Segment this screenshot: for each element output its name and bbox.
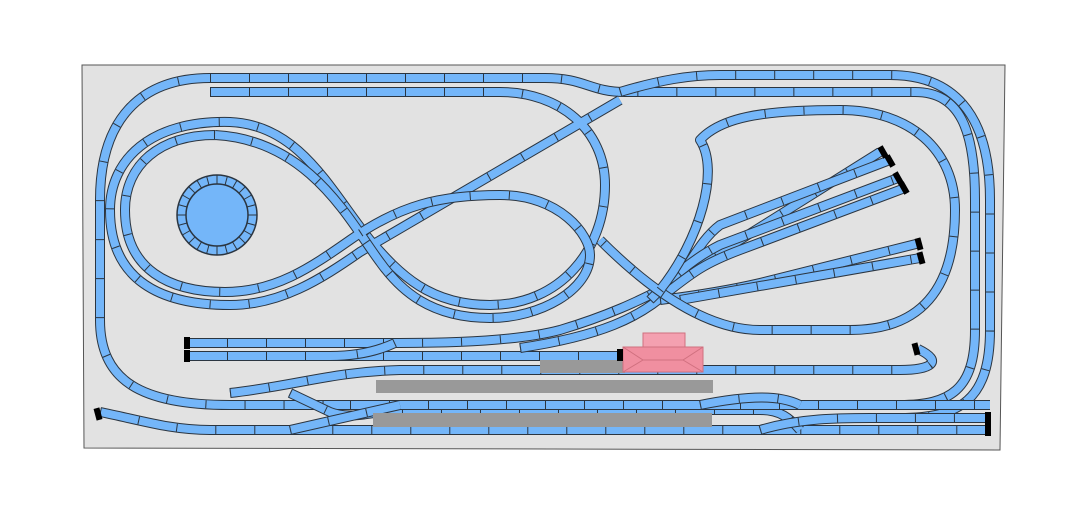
- track-segment: [289, 401, 401, 434]
- buffer-stop: [184, 350, 190, 362]
- buffer-stops: [93, 145, 991, 436]
- turntable-stall: [232, 180, 238, 189]
- buffer-stop: [877, 145, 889, 159]
- turntable-stall: [188, 236, 196, 244]
- turntable-stall: [196, 180, 202, 189]
- buffer-stop: [892, 171, 904, 185]
- turntable-stall: [243, 194, 252, 200]
- buffer-stop: [985, 424, 991, 436]
- turntable-stall: [246, 204, 256, 208]
- turntable-stall: [178, 222, 188, 226]
- track-segment: [121, 131, 594, 322]
- turntable-stall: [238, 186, 246, 194]
- turntable-stall: [206, 244, 210, 254]
- track-segment: [99, 408, 990, 434]
- turntable-stall: [232, 241, 238, 250]
- track-segment: [106, 88, 623, 309]
- platform: [376, 380, 713, 393]
- building-icon: [622, 332, 704, 373]
- turntable-stall: [238, 236, 246, 244]
- buffer-stop: [985, 412, 991, 424]
- buffer-stop: [898, 181, 910, 195]
- track-segment: [229, 345, 936, 397]
- track-segment: [657, 184, 907, 302]
- platform: [540, 360, 625, 373]
- turntable-stall: [182, 230, 191, 236]
- turntable-stall: [246, 222, 256, 226]
- buffer-stop: [911, 342, 921, 356]
- turntable-stall: [182, 194, 191, 200]
- track-segment: [758, 414, 990, 434]
- platform: [373, 413, 712, 427]
- turntable-stall: [224, 244, 228, 254]
- turntable-stall: [224, 176, 228, 186]
- turntable-stall: [243, 230, 252, 236]
- buffer-stop: [884, 154, 896, 168]
- turntable-stall: [196, 241, 202, 250]
- turntable-icon: [176, 174, 258, 256]
- track-network: [95, 70, 995, 435]
- buffer-stop: [184, 337, 190, 349]
- turntable-stall: [206, 176, 210, 186]
- track-segment: [188, 148, 883, 347]
- turntable-stall: [188, 186, 196, 194]
- track-segment: [699, 393, 802, 409]
- track-segment: [679, 254, 921, 304]
- turntable-stall: [178, 204, 188, 208]
- buffer-stop: [916, 251, 926, 265]
- buffer-stop: [617, 349, 623, 361]
- track-segment: [329, 339, 397, 360]
- buffer-stop: [914, 237, 924, 251]
- track-segment: [618, 71, 994, 422]
- track-segment: [597, 106, 959, 334]
